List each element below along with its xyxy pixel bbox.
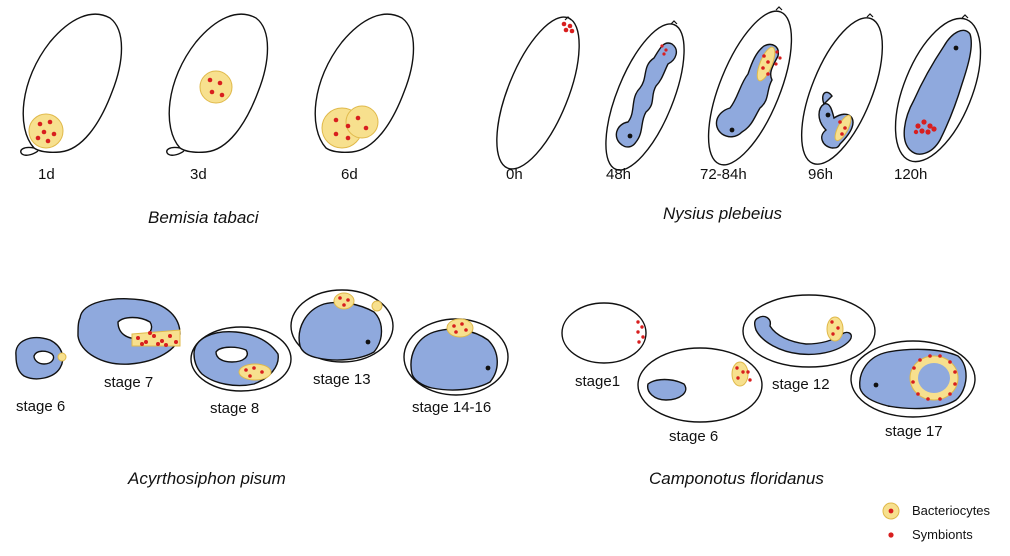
species-acyrthosiphon: Acyrthosiphon pisum [128, 469, 286, 488]
nysius-egg-72h [707, 6, 793, 166]
acyrthosiphon-label-stage7: stage 7 [104, 374, 154, 391]
nysius-label-120h: 120h [894, 166, 928, 183]
legend-symbiont-swatch [888, 532, 894, 538]
nysius-egg-96h [800, 13, 884, 165]
symbiont-dots [35, 21, 957, 401]
camponotus-stage6 [637, 347, 763, 423]
acyrthosiphon-stage13 [290, 289, 394, 363]
nuclei [365, 45, 959, 388]
bemisia-label-1d: 1d [38, 166, 55, 183]
camponotus-label-stage1: stage1 [575, 373, 621, 390]
bemisia-label-6d: 6d [341, 166, 358, 183]
acyrthosiphon-stage14 [403, 318, 509, 396]
nysius-label-96h: 96h [808, 166, 834, 183]
camponotus-stage12 [742, 294, 876, 368]
acyrthosiphon-label-stage13: stage 13 [313, 371, 371, 388]
acyrthosiphon-label-stage6: stage 6 [16, 398, 66, 415]
legend-symbionts-label: Symbionts [912, 527, 973, 542]
camponotus-label-stage12: stage 12 [772, 376, 830, 393]
acyrthosiphon-stage6 [15, 337, 67, 380]
nysius-label-48h: 48h [606, 166, 632, 183]
nysius-label-0h: 0h [506, 166, 523, 183]
legend-bacteriocyte-swatch [882, 502, 900, 520]
legend-bacteriocytes-label: Bacteriocytes [912, 503, 991, 518]
bemisia-label-3d: 3d [190, 166, 207, 183]
nysius-egg-120h [894, 14, 982, 163]
camponotus-label-stage6: stage 6 [669, 428, 719, 445]
camponotus-label-stage17: stage 17 [885, 423, 943, 440]
bemisia-egg-3d [166, 13, 269, 156]
acyrthosiphon-stage8 [190, 326, 292, 392]
acyrthosiphon-label-stage8: stage 8 [210, 400, 260, 417]
nysius-egg-48h [605, 20, 685, 171]
bemisia-egg-1d [20, 13, 123, 156]
acyrthosiphon-stage7 [77, 298, 181, 365]
species-nysius: Nysius plebeius [663, 204, 783, 223]
camponotus-stage1 [561, 302, 647, 364]
nysius-egg-0h [496, 16, 580, 170]
camponotus-stage17 [850, 340, 976, 418]
acyrthosiphon-label-stage14-16: stage 14-16 [412, 399, 492, 416]
nysius-label-72-84h: 72-84h [700, 166, 747, 183]
bemisia-egg-6d [314, 13, 415, 154]
species-camponotus: Camponotus floridanus [649, 469, 824, 488]
species-bemisia: Bemisia tabaci [148, 208, 259, 227]
